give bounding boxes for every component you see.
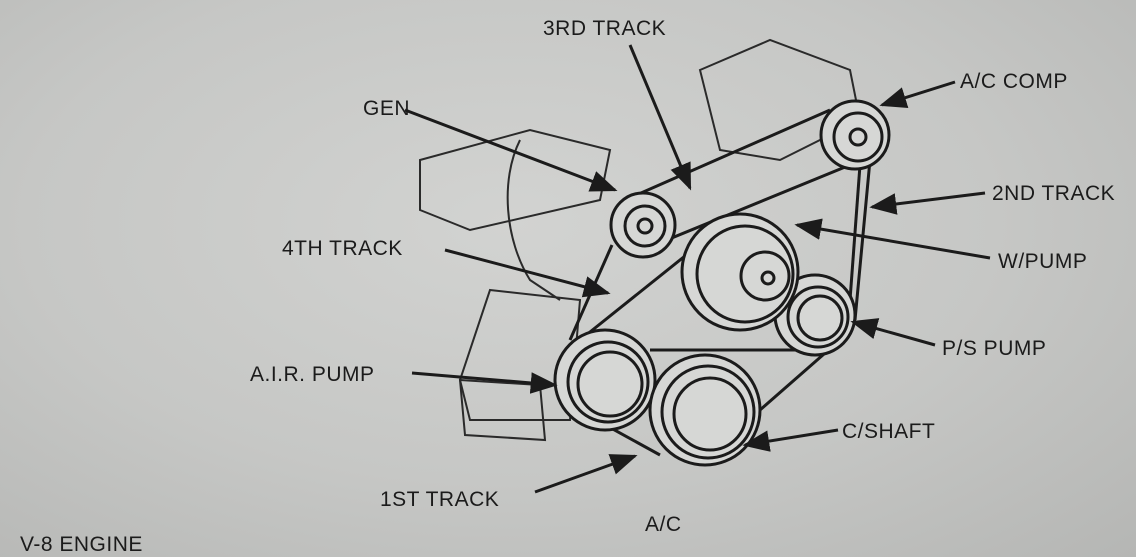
power-steering-pulley [773, 273, 857, 357]
label-air-pump: A.I.R. PUMP [250, 363, 375, 386]
generator-pulley [609, 191, 677, 259]
pulleys [553, 99, 891, 467]
label-ps-pump: P/S PUMP [942, 337, 1047, 360]
water-pump-pulley [680, 212, 800, 332]
air-pump-pulley [553, 328, 657, 432]
ac-compressor-pulley [819, 99, 891, 171]
label-engine: V-8 ENGINE [20, 533, 143, 556]
label-ac-comp: A/C COMP [960, 70, 1068, 93]
label-c-shaft: C/SHAFT [842, 420, 936, 443]
crankshaft-pulley [648, 353, 762, 467]
label-2nd-track: 2ND TRACK [992, 182, 1116, 205]
label-gen: GEN [363, 97, 411, 120]
label-3rd-track: 3RD TRACK [543, 17, 667, 40]
label-1st-track: 1ST TRACK [380, 488, 500, 511]
label-w-pump: W/PUMP [998, 250, 1088, 273]
label-ac: A/C [645, 513, 682, 536]
leader-arrows [404, 44, 991, 494]
label-4th-track: 4TH TRACK [282, 237, 403, 260]
